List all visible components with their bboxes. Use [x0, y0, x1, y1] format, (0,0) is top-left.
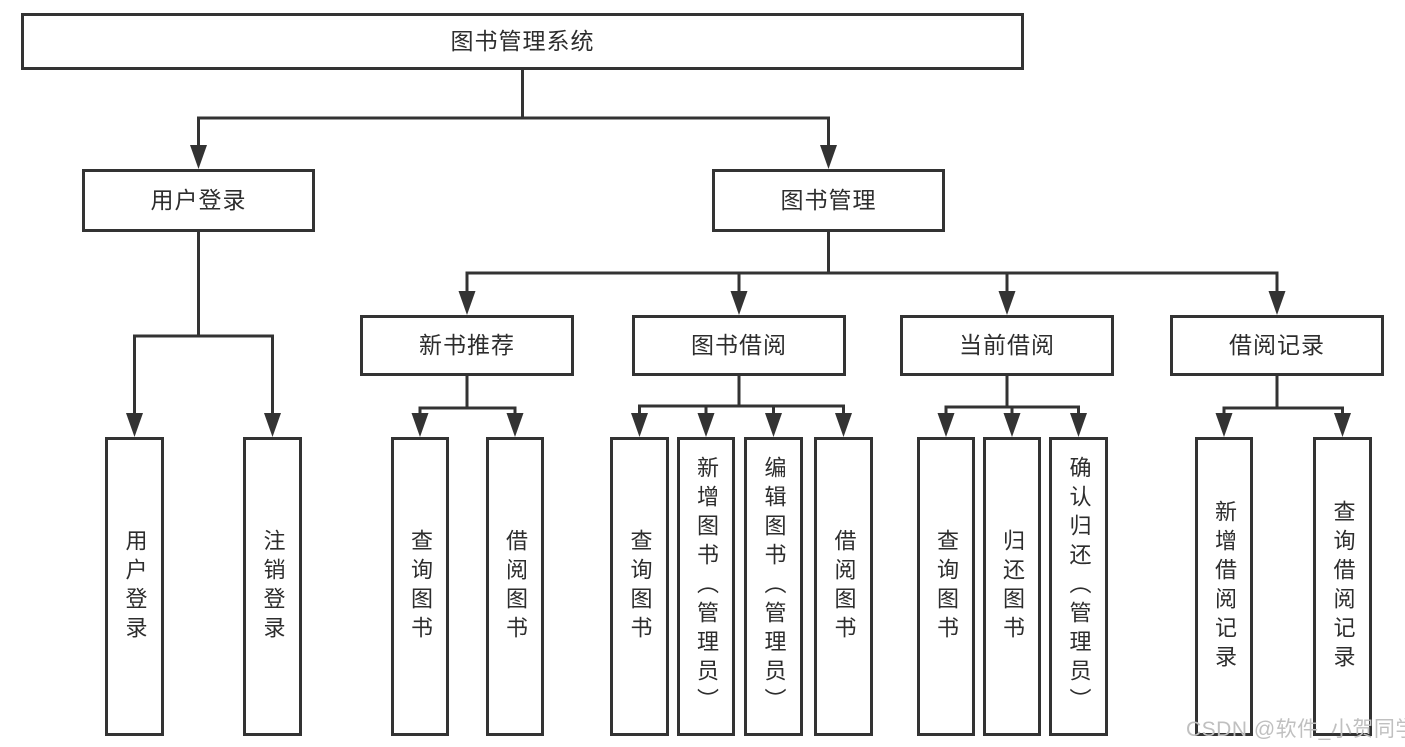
arrowhead-down-icon [820, 145, 837, 169]
arrowhead-down-icon [631, 413, 648, 437]
arrowhead-down-icon [1070, 413, 1087, 437]
arrowhead-down-icon [1268, 291, 1286, 315]
arrowhead-down-icon [411, 413, 429, 437]
leaf-query-books-recommend: 查询图书 [391, 437, 449, 736]
arrowhead-down-icon [937, 413, 955, 437]
arrowhead-down-icon [1215, 413, 1233, 437]
leaf-edit-book-admin: 编辑图书（管理员） [744, 437, 803, 736]
leaf-user-login: 用户登录 [105, 437, 164, 736]
leaf-query-books-borrowing: 查询图书 [610, 437, 669, 736]
arrowhead-down-icon [835, 413, 852, 437]
leaf-borrow-books-recommend: 借阅图书 [486, 437, 544, 736]
csdn-watermark: CSDN @软件_小贺同学 [1186, 718, 1405, 741]
leaf-logout: 注销登录 [243, 437, 302, 736]
leaf-add-book-admin: 新增图书（管理员） [677, 437, 735, 736]
node-new-book-recommendation: 新书推荐 [360, 315, 574, 376]
leaf-query-borrow-record: 查询借阅记录 [1313, 437, 1372, 736]
arrowhead-down-icon [1334, 413, 1351, 437]
arrowhead-down-icon [506, 413, 524, 437]
arrowhead-down-icon [697, 413, 715, 437]
arrowhead-down-icon [264, 413, 281, 437]
arrowhead-down-icon [126, 413, 143, 437]
leaf-query-books-current: 查询图书 [917, 437, 975, 736]
node-current-borrowing: 当前借阅 [900, 315, 1114, 376]
node-user-login: 用户登录 [82, 169, 315, 232]
arrowhead-down-icon [1003, 413, 1021, 437]
arrowhead-down-icon [998, 291, 1016, 315]
node-book-borrowing: 图书借阅 [632, 315, 846, 376]
arrowhead-down-icon [765, 413, 782, 437]
leaf-return-book: 归还图书 [983, 437, 1041, 736]
arrowhead-down-icon [458, 291, 476, 315]
leaf-confirm-return-admin: 确认归还（管理员） [1049, 437, 1108, 736]
arrowhead-down-icon [190, 145, 207, 169]
node-book-management-system: 图书管理系统 [21, 13, 1024, 70]
arrowhead-down-icon [730, 291, 748, 315]
node-book-management: 图书管理 [712, 169, 945, 232]
leaf-add-borrow-record: 新增借阅记录 [1195, 437, 1253, 736]
node-borrowing-records: 借阅记录 [1170, 315, 1384, 376]
leaf-borrow-books: 借阅图书 [814, 437, 873, 736]
